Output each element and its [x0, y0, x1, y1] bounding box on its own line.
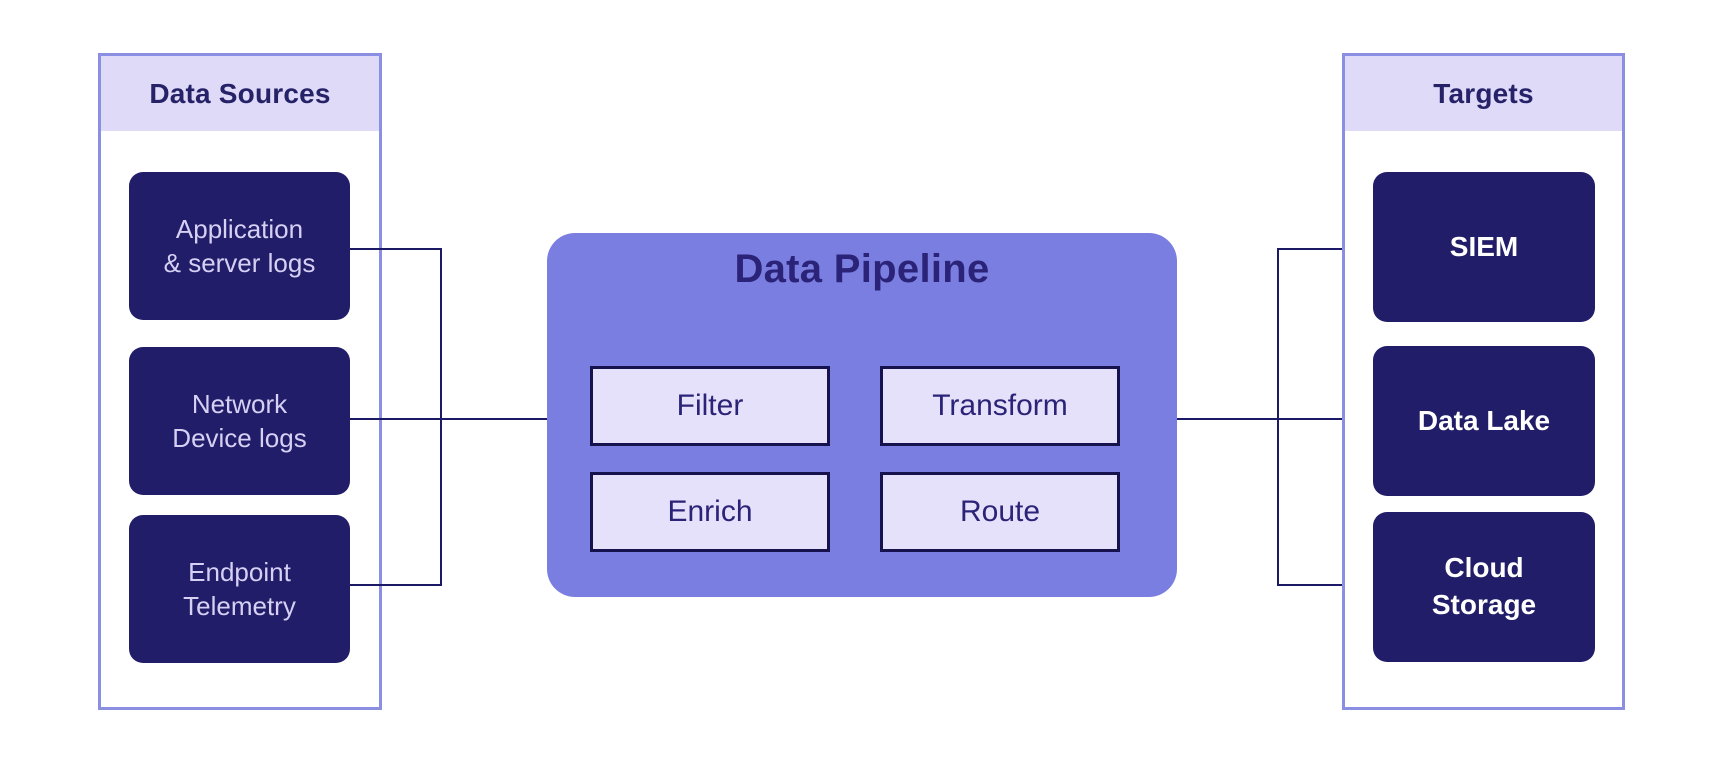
stage-label: Transform — [932, 389, 1068, 422]
targets-header: Targets — [1345, 56, 1622, 131]
connector-targets-trunk — [1277, 248, 1279, 586]
connector-source3-branch — [350, 584, 442, 586]
pipeline-stage-enrich: Enrich — [590, 472, 830, 552]
connector-source1-branch — [350, 248, 442, 250]
target-node-cloud-storage: Cloud Storage — [1373, 512, 1595, 662]
connector-target3-branch — [1277, 584, 1373, 586]
source-node-label: Application & server logs — [163, 213, 316, 278]
source-node-network-device-logs: Network Device logs — [129, 347, 350, 495]
targets-title: Targets — [1433, 77, 1534, 109]
connector-sources-trunk — [440, 248, 442, 586]
stage-label: Route — [959, 495, 1041, 528]
pipeline-stage-filter: Filter — [590, 366, 830, 446]
data-sources-title: Data Sources — [149, 77, 331, 109]
connector-sources-to-pipeline — [350, 418, 547, 420]
data-sources-header: Data Sources — [101, 56, 379, 131]
source-node-label: Endpoint Telemetry — [183, 556, 296, 621]
pipeline-stage-route: Route — [880, 472, 1120, 552]
pipeline-stage-transform: Transform — [880, 366, 1120, 446]
source-node-application-server-logs: Application & server logs — [129, 172, 350, 320]
stage-label: Enrich — [667, 495, 753, 528]
target-node-siem: SIEM — [1373, 172, 1595, 322]
target-node-data-lake: Data Lake — [1373, 346, 1595, 496]
source-node-endpoint-telemetry: Endpoint Telemetry — [129, 515, 350, 663]
target-node-label: Cloud Storage — [1431, 552, 1537, 620]
connector-pipeline-to-targets — [1177, 418, 1373, 420]
source-node-label: Network Device logs — [172, 388, 307, 453]
target-node-label: Data Lake — [1417, 404, 1551, 436]
target-node-label: SIEM — [1449, 230, 1519, 262]
data-pipeline-title: Data Pipeline — [734, 247, 990, 291]
stage-label: Filter — [676, 389, 744, 422]
connector-target1-branch — [1277, 248, 1373, 250]
